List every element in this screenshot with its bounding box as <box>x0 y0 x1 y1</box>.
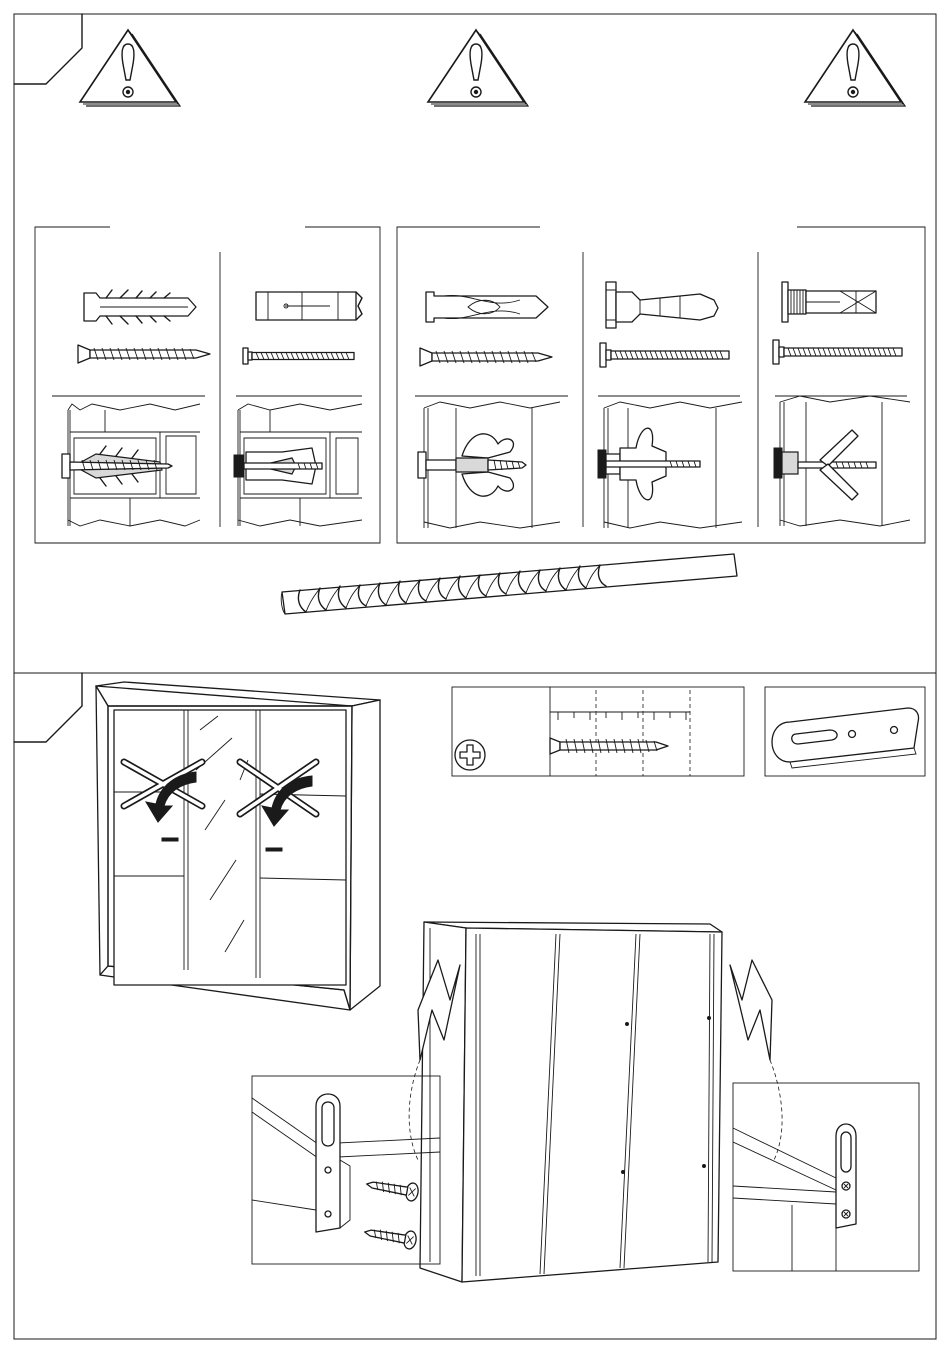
bracket-detail-box <box>765 687 925 776</box>
hollow-wall-section-2 <box>598 402 742 528</box>
spring-toggle-bolt <box>782 282 876 322</box>
brick-wall-section-2 <box>234 404 362 526</box>
bracket-mount-detail-right <box>733 1083 919 1271</box>
warning-icon <box>80 30 180 106</box>
screw-detail-box <box>452 687 744 776</box>
wardrobe-back-view <box>409 922 782 1282</box>
solid-wall-fixings-panel <box>35 227 380 543</box>
wood-screw-icon <box>550 738 668 754</box>
hollow-wall-section-1 <box>418 402 560 528</box>
drill-bit-icon <box>281 554 737 614</box>
ruler-icon <box>550 687 690 776</box>
wood-screw-icon <box>78 345 210 363</box>
metal-expansion-anchor <box>256 292 362 320</box>
warning-icon <box>805 30 905 106</box>
machine-bolt-icon <box>773 340 902 364</box>
phillips-screw-head-icon <box>455 740 485 770</box>
hollow-wall-plug <box>426 292 548 322</box>
step-tab-1 <box>14 14 82 84</box>
plastic-wall-plug <box>84 290 196 324</box>
phillips-screw-icon <box>365 1175 419 1202</box>
machine-bolt-icon <box>243 348 354 364</box>
wood-screw-icon <box>420 348 552 366</box>
brick-wall-section-1 <box>62 404 200 526</box>
step-tab-2 <box>14 673 82 742</box>
hollow-wall-fixings-panel <box>397 227 925 543</box>
bracket-mount-detail-left <box>252 1076 440 1264</box>
warning-icon <box>428 30 528 106</box>
anti-tip-bracket-icon <box>772 708 919 768</box>
hollow-wall-anchor <box>606 282 718 328</box>
phillips-screw-icon <box>363 1223 417 1250</box>
hollow-wall-section-3 <box>774 396 910 526</box>
cabinet-front-view <box>96 682 380 1010</box>
machine-bolt-icon <box>600 343 729 367</box>
